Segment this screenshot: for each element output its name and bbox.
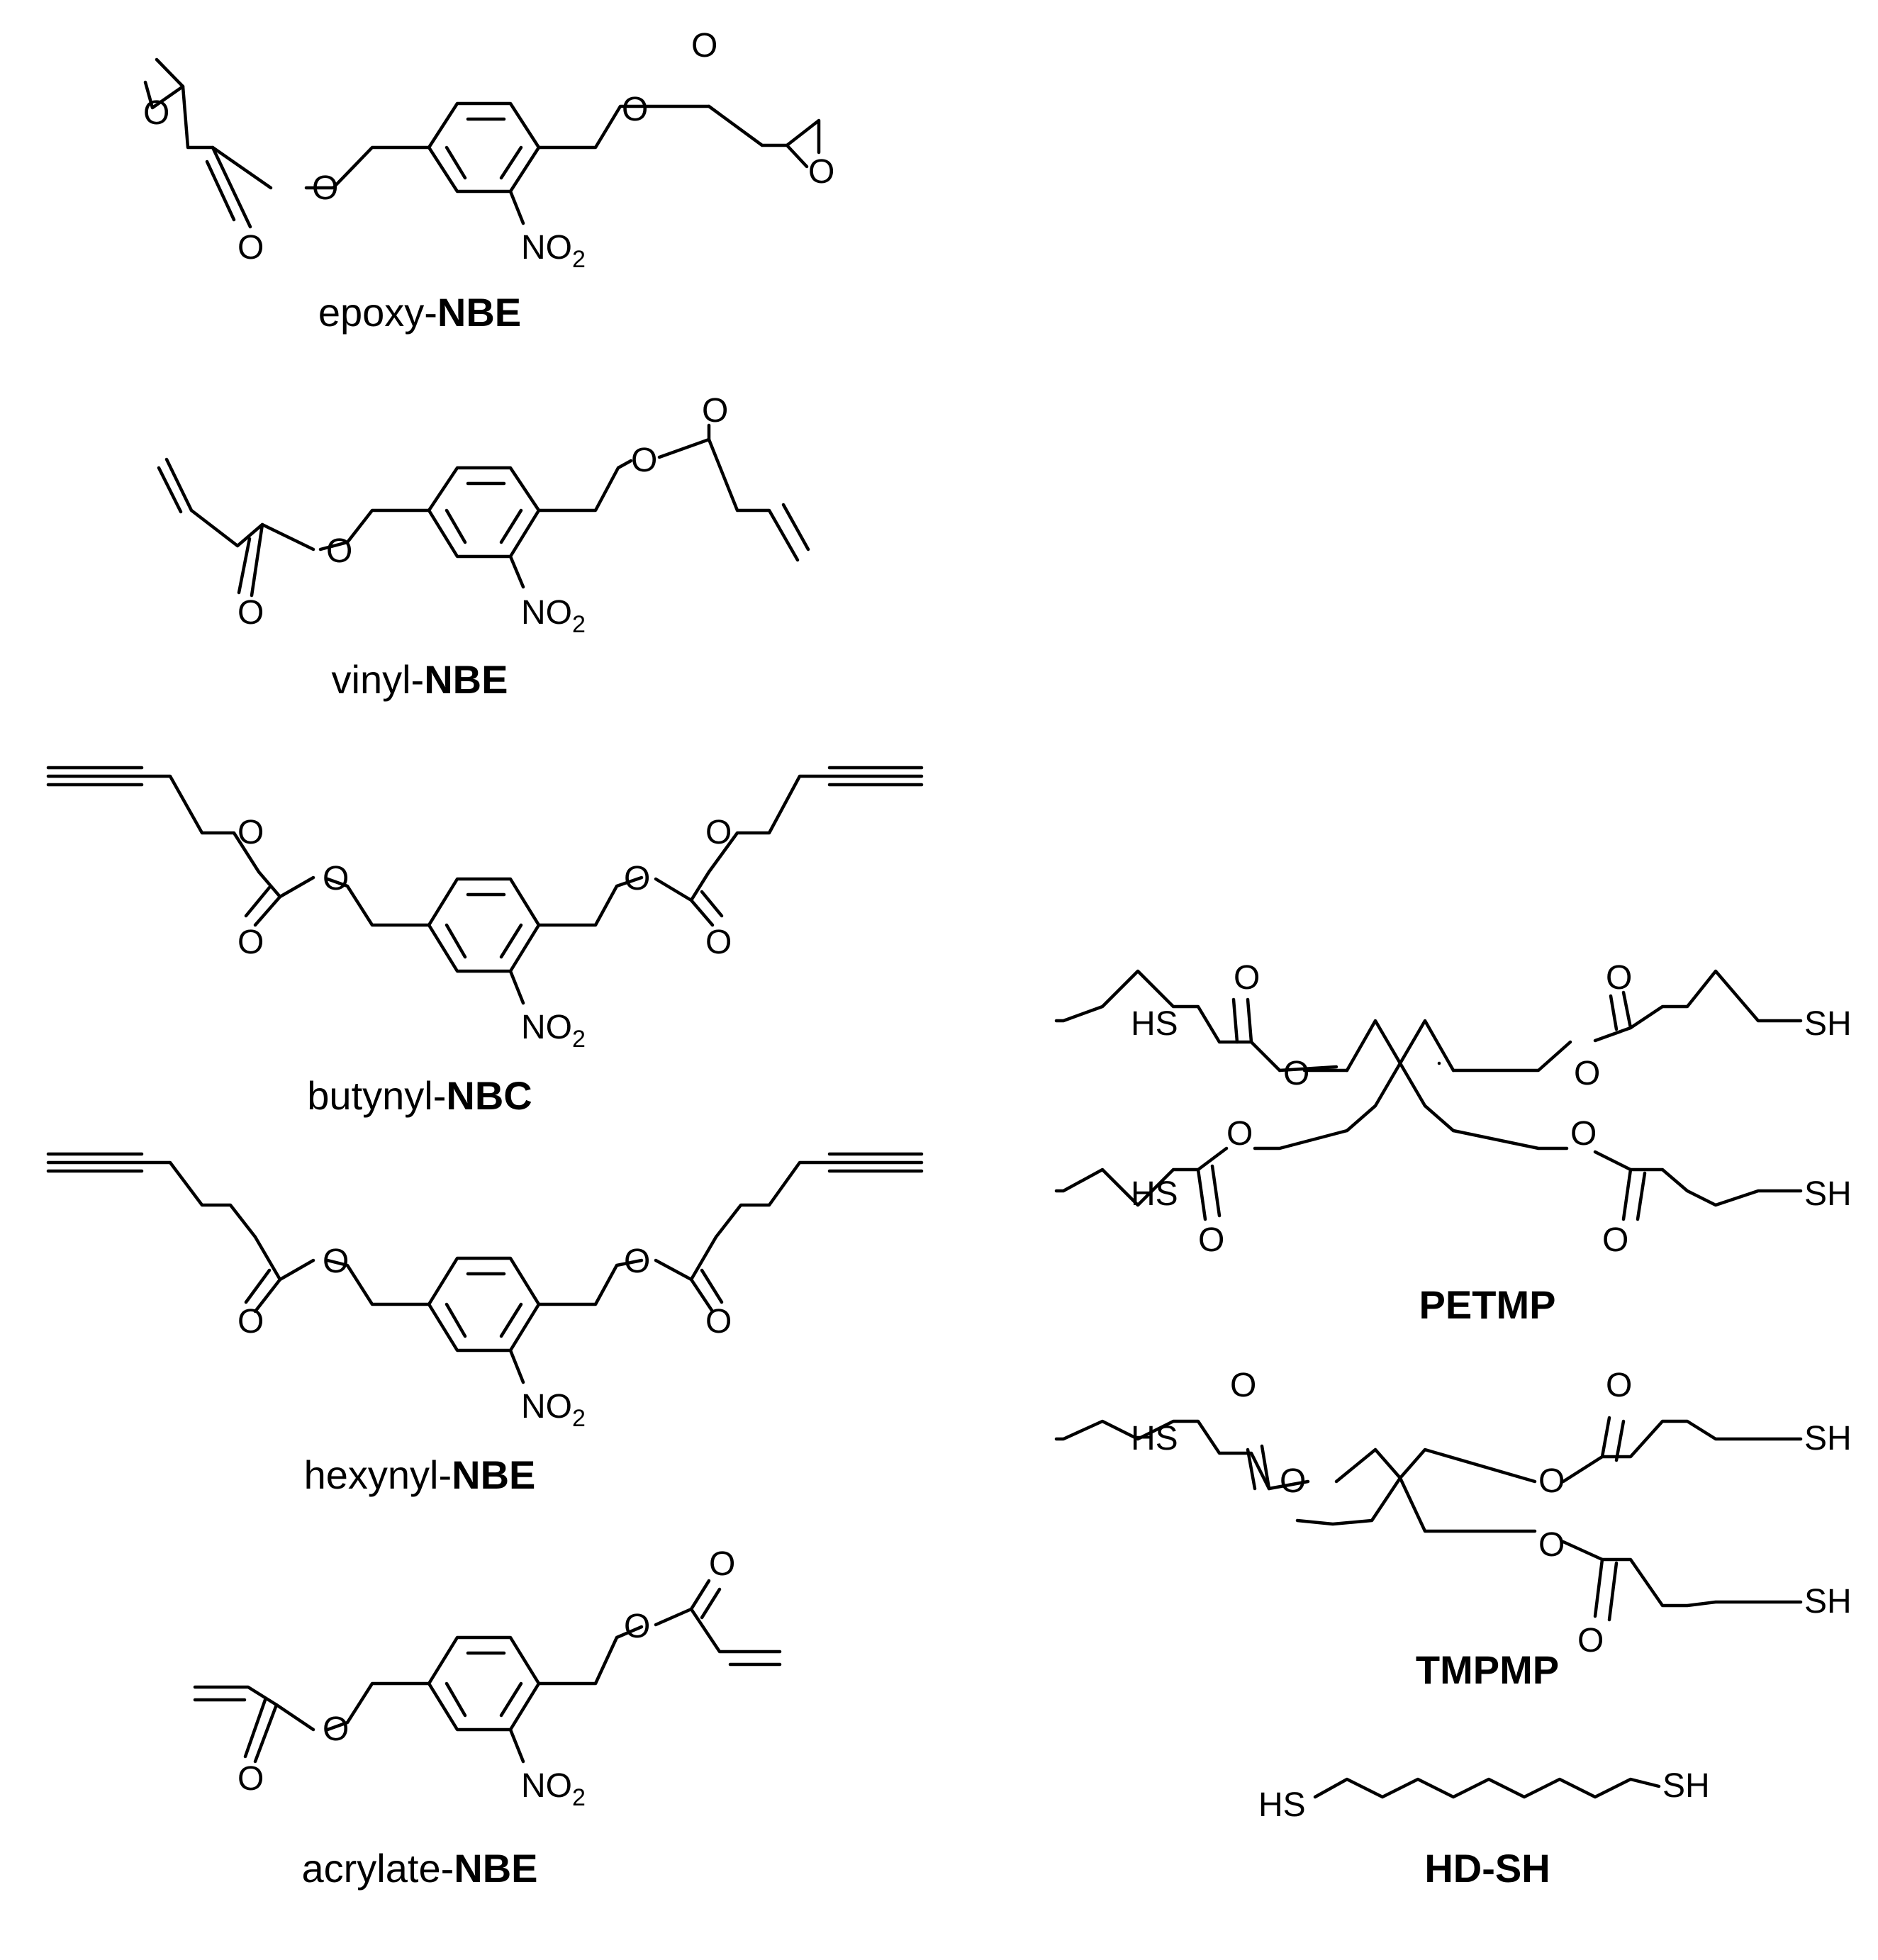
right-arm <box>537 423 810 562</box>
atom-o: O <box>1198 1221 1224 1259</box>
atom-o: O <box>622 91 648 128</box>
atom-o: O <box>323 1710 349 1748</box>
atom-o: O <box>237 1760 264 1798</box>
atom-o: O <box>237 594 264 632</box>
nitro-group: NO2 <box>521 229 586 273</box>
atom-o: O <box>237 814 264 851</box>
structure-acrylate-nbe: O O O O NO2 acrylate-NBE <box>193 1545 782 1891</box>
left-arm <box>157 457 431 598</box>
arm-bottom-right <box>1561 1540 1803 1622</box>
atom-o: O <box>143 94 169 132</box>
left-arm <box>143 57 431 229</box>
nitro-group: NO2 <box>521 594 586 638</box>
thiol-group: SH <box>1804 1175 1852 1213</box>
thiol-group: SH <box>1804 1005 1852 1043</box>
thiol-group: HS <box>1131 1175 1178 1213</box>
atom-o: O <box>1602 1221 1628 1259</box>
atom-o: O <box>624 1608 650 1645</box>
core <box>1295 1447 1537 1533</box>
atom-o: O <box>808 153 834 191</box>
compound-label: epoxy-NBE <box>318 290 521 335</box>
atom-o: O <box>709 1545 735 1583</box>
atom-o: O <box>631 442 657 479</box>
thiol-group: HS <box>1131 1420 1178 1457</box>
arm-bottom-right <box>1451 1129 1803 1221</box>
compound-label: HD-SH <box>1424 1846 1550 1891</box>
structure-tmpmp: HS SH SH O O O O O O TMPMP <box>1054 1367 1852 1692</box>
atom-o: O <box>1606 1367 1632 1404</box>
compound-label: butynyl-NBC <box>307 1073 532 1118</box>
right-arm <box>537 766 924 927</box>
atom-o: O <box>326 532 352 570</box>
right-arm <box>537 1152 924 1314</box>
atom-o: O <box>1574 1055 1600 1092</box>
arm-top-right <box>1561 1416 1803 1484</box>
thiol-group: HS <box>1258 1786 1306 1824</box>
left-arm <box>46 766 431 927</box>
compound-label: hexynyl-NBE <box>304 1452 536 1497</box>
thiol-group: HS <box>1131 1005 1178 1043</box>
core <box>1345 1019 1455 1133</box>
compound-label: TMPMP <box>1416 1647 1559 1692</box>
left-arm <box>46 1152 431 1314</box>
structure-petmp: HS SH HS SH O O O O O O O O PETMP <box>1054 959 1852 1327</box>
atom-o: O <box>1570 1115 1597 1153</box>
atom-o: O <box>691 27 717 65</box>
atom-o: O <box>705 814 732 851</box>
compound-label: acrylate-NBE <box>302 1846 538 1891</box>
arm-left <box>1054 1419 1310 1491</box>
atom-o: O <box>705 924 732 961</box>
arm-bottom-left <box>1054 1129 1349 1221</box>
atom-o: O <box>624 860 650 897</box>
thiol-group: SH <box>1804 1420 1852 1457</box>
arm-top-left <box>1054 969 1349 1073</box>
arm-top-right <box>1451 969 1803 1073</box>
structure-hd-sh: HS SH HD-SH <box>1258 1767 1710 1891</box>
atom-o: O <box>1538 1462 1565 1500</box>
benzene-ring <box>427 101 541 194</box>
atom-o: O <box>705 1303 732 1340</box>
atom-o: O <box>624 1243 650 1280</box>
atom-o: O <box>1577 1622 1604 1659</box>
atom-o: O <box>1606 959 1632 997</box>
atom-o: O <box>323 1243 349 1280</box>
compound-label: vinyl-NBE <box>332 657 508 702</box>
structure-hexynyl-nbe: O O O O NO2 hexynyl-NBE <box>46 1152 924 1497</box>
atom-o: O <box>1283 1055 1309 1092</box>
thiol-group: SH <box>1804 1583 1852 1620</box>
nitro-group: NO2 <box>521 1009 586 1053</box>
structure-vinyl-nbe: O O O O NO2 vinyl-NBE <box>157 392 810 702</box>
atom-o: O <box>1226 1115 1253 1153</box>
nitro-group: NO2 <box>521 1388 586 1432</box>
structure-epoxy-nbe: O O O O O O NO2 epoxy-NBE <box>143 27 834 335</box>
atom-o: O <box>312 169 338 207</box>
atom-o: O <box>1280 1462 1306 1500</box>
atom-o: O <box>1538 1526 1565 1564</box>
atom-o: O <box>323 860 349 897</box>
atom-o: O <box>237 229 264 267</box>
benzene-ring <box>427 877 541 973</box>
nitro-group: NO2 <box>521 1767 586 1811</box>
atom-o: O <box>237 924 264 961</box>
right-arm <box>537 1579 782 1686</box>
benzene-ring <box>427 1256 541 1353</box>
left-arm <box>193 1681 431 1764</box>
atom-o: O <box>702 392 728 430</box>
compound-label: PETMP <box>1419 1282 1556 1327</box>
benzene-ring <box>427 1635 541 1732</box>
thiol-group: SH <box>1662 1767 1710 1805</box>
atom-o: O <box>237 1303 264 1340</box>
right-arm <box>537 104 821 169</box>
benzene-ring <box>427 466 541 559</box>
atom-o: O <box>1234 959 1260 997</box>
atom-o: O <box>1230 1367 1256 1404</box>
structure-butynyl-nbc: O O O O O O NO2 butynyl-NBC <box>46 766 924 1118</box>
